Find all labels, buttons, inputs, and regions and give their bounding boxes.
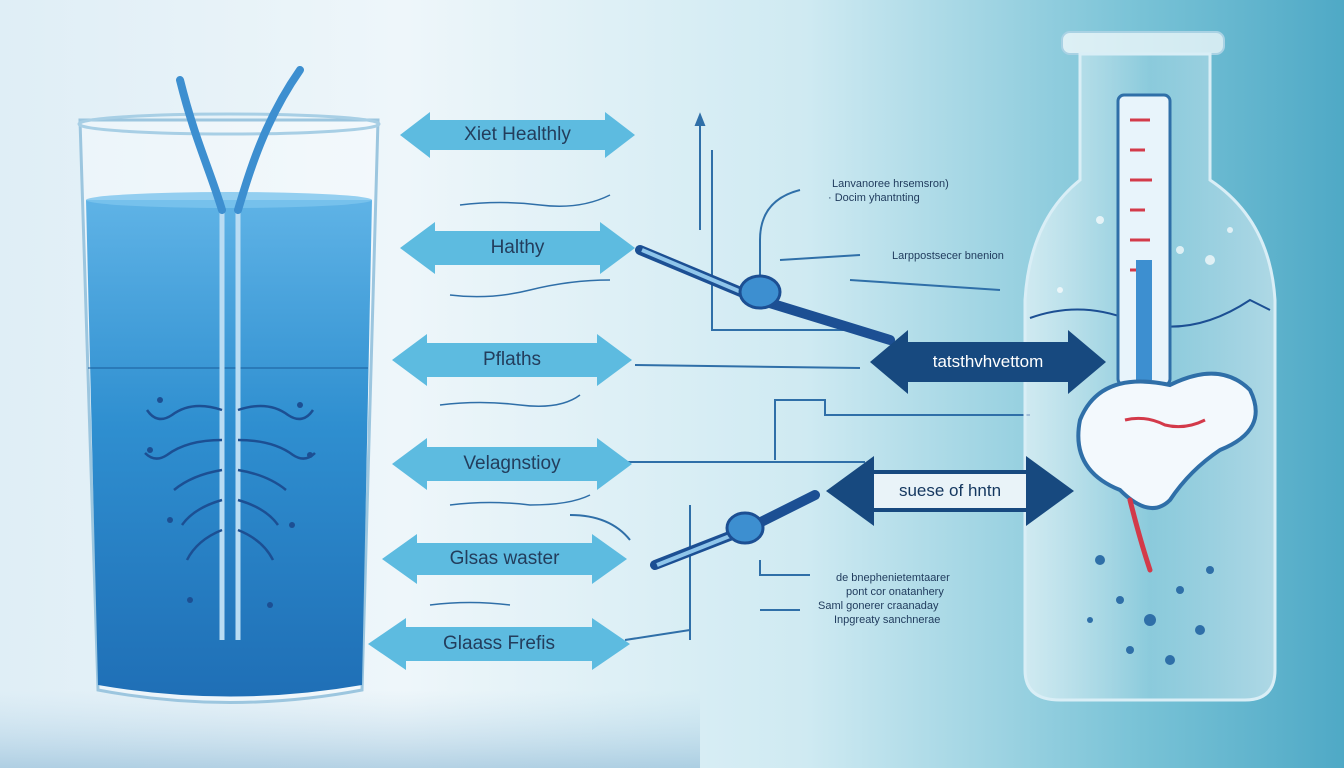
label-arrow-1: Xiet Healthly (400, 112, 635, 158)
callout-top-1: Lanvanoree hrsemsron) (832, 178, 949, 190)
double-arrow-shape (870, 330, 1106, 394)
label-arrow-5: Glsas waster (382, 534, 627, 584)
label-text: Glaass Frefis (443, 633, 555, 654)
label-arrow-6: Glaass Frefis (368, 618, 630, 670)
double-arrow-shape (826, 456, 1074, 526)
big-arrow-text: tatsthvhvettom (932, 352, 1044, 371)
big-arrow-text: suese of hntn (898, 481, 1002, 500)
floor-shadow (0, 690, 700, 768)
callout-bottom-1: de bnephenietemtaarer (836, 572, 950, 584)
big-arrow-upper: tatsthvhvettom (870, 330, 1106, 394)
double-arrow-shape (392, 438, 632, 490)
label-arrow-2: Halthy (400, 222, 635, 274)
callout-bottom-3: Saml gonerer craanaday (818, 600, 939, 612)
label-text: Pflaths (482, 349, 542, 370)
callout-bottom-4: Inpgreaty sanchnerae (834, 614, 941, 626)
callout-top-2: · Docim yhantnting (828, 192, 920, 204)
label-text: Glsas waster (449, 548, 560, 569)
double-arrow-shape (400, 222, 635, 274)
label-text: Xiet Healthly (464, 124, 571, 145)
callout-bottom-2: pont cor onatanhery (846, 586, 944, 598)
label-text: Halthy (490, 237, 545, 258)
connector-lines (569, 112, 1030, 641)
double-arrow-shape (382, 534, 627, 584)
double-arrow-shape (400, 112, 635, 158)
label-text: Velagnstioy (463, 453, 561, 474)
double-arrow-shape (368, 618, 630, 670)
label-arrow-3: Pflaths (392, 334, 632, 386)
bottle (1023, 31, 1277, 702)
probe-lower (650, 490, 820, 570)
probe-upper (635, 245, 895, 345)
callout-mid: Larppostsecer bnenion (892, 250, 1004, 262)
double-arrow-shape (392, 334, 632, 386)
water-glass (77, 66, 381, 704)
big-arrow-lower: suese of hntn (826, 456, 1074, 526)
label-arrow-4: Velagnstioy (392, 438, 632, 490)
